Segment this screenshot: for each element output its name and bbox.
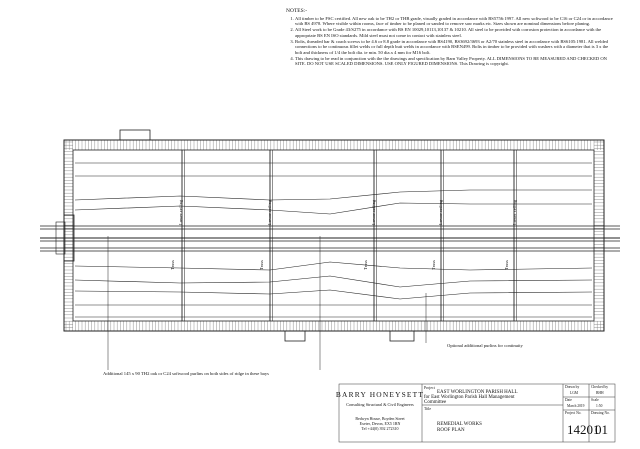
notes-list: All timber to be FSC certified. All new … bbox=[286, 16, 616, 67]
drawn-by-label: Drawn by bbox=[565, 385, 579, 389]
purlin-line bbox=[74, 202, 592, 215]
lower-ceiling-label: Lower ceiling bbox=[267, 199, 272, 225]
project-label: Project bbox=[424, 386, 436, 390]
company-address-line: Exeter, Devon, EX5 1RN bbox=[360, 421, 401, 427]
truss-label: Truss bbox=[504, 260, 509, 270]
scale-value: 1:50 bbox=[596, 404, 603, 408]
softwood-purlins-annotation: Additional 145 x 90 TH2 oak or C24 softw… bbox=[103, 371, 269, 376]
note-item: This drawing to be read in conjunction w… bbox=[295, 56, 616, 67]
date-label: Date bbox=[565, 398, 572, 402]
drawn-by-value: LGM bbox=[570, 391, 579, 395]
lower-ceiling-label: Lower ceiling bbox=[178, 199, 183, 225]
truss-lines bbox=[181, 150, 517, 321]
truss-label: Truss bbox=[259, 260, 264, 270]
truss-label: Truss bbox=[431, 260, 436, 270]
truss-label: Truss bbox=[170, 260, 175, 270]
purlins-annotation: Optional additional purlins for continui… bbox=[447, 343, 523, 348]
company-address-line: Tel +44(0) 392 272310 bbox=[362, 426, 399, 431]
lower-ceiling-label: Lower ceiling bbox=[371, 199, 376, 225]
note-item: Bolts, threaded bar & coach screws to be… bbox=[295, 39, 616, 56]
drawing-no-label: Drawing No. bbox=[591, 411, 610, 415]
checked-by-label: Checked by bbox=[591, 385, 608, 389]
truss-labels: Truss Truss Truss Truss Truss Lower ceil… bbox=[170, 199, 517, 270]
drawing-no-value: 01 bbox=[595, 422, 608, 437]
title-block bbox=[338, 383, 616, 443]
company-address-line: Bedwyn House, Boyden Street bbox=[355, 416, 405, 422]
company-name: BARRY HONEYSETT bbox=[336, 390, 424, 399]
truss-label: Truss bbox=[363, 260, 368, 270]
date-value: March 2019 bbox=[567, 404, 585, 408]
title-line: REMEDIAL WORKS bbox=[437, 422, 482, 427]
notes-heading: NOTES:- bbox=[286, 8, 308, 14]
title-line: ROOF PLAN bbox=[437, 428, 465, 433]
note-item: All Steel work to be Grade 43/S275 in ac… bbox=[295, 27, 616, 38]
note-item: All timber to be FSC certified. All new … bbox=[295, 16, 616, 27]
project-line: EAST WORLINGTON PARISH HALL bbox=[437, 390, 518, 395]
purlin-lines bbox=[40, 162, 620, 318]
scale-label: Scale bbox=[591, 398, 599, 402]
title-label: Title bbox=[424, 407, 431, 411]
lower-ceiling-label: Lower ceiling bbox=[438, 199, 443, 225]
purlin-line bbox=[74, 289, 593, 300]
purlin-line bbox=[74, 189, 592, 201]
lower-ceiling-label: Lower ceiling bbox=[512, 199, 517, 225]
annotation-leaders bbox=[107, 236, 427, 370]
company-subtitle: Consulting Structural & Civil Engineers bbox=[346, 402, 414, 407]
purlin-line bbox=[74, 261, 593, 271]
project-line: for East Worlington Parish Hall Manageme… bbox=[424, 395, 515, 400]
project-no-label: Project No. bbox=[565, 411, 581, 415]
general-notes: NOTES:- All timber to be FSC certified. … bbox=[286, 8, 616, 67]
project-no-value: 14201 bbox=[567, 422, 600, 437]
purlin-line bbox=[74, 275, 593, 288]
wall-hatching bbox=[64, 140, 604, 331]
project-line: Committee bbox=[424, 400, 447, 405]
checked-by-value: BHH bbox=[596, 391, 604, 395]
building-outline bbox=[55, 129, 605, 342]
